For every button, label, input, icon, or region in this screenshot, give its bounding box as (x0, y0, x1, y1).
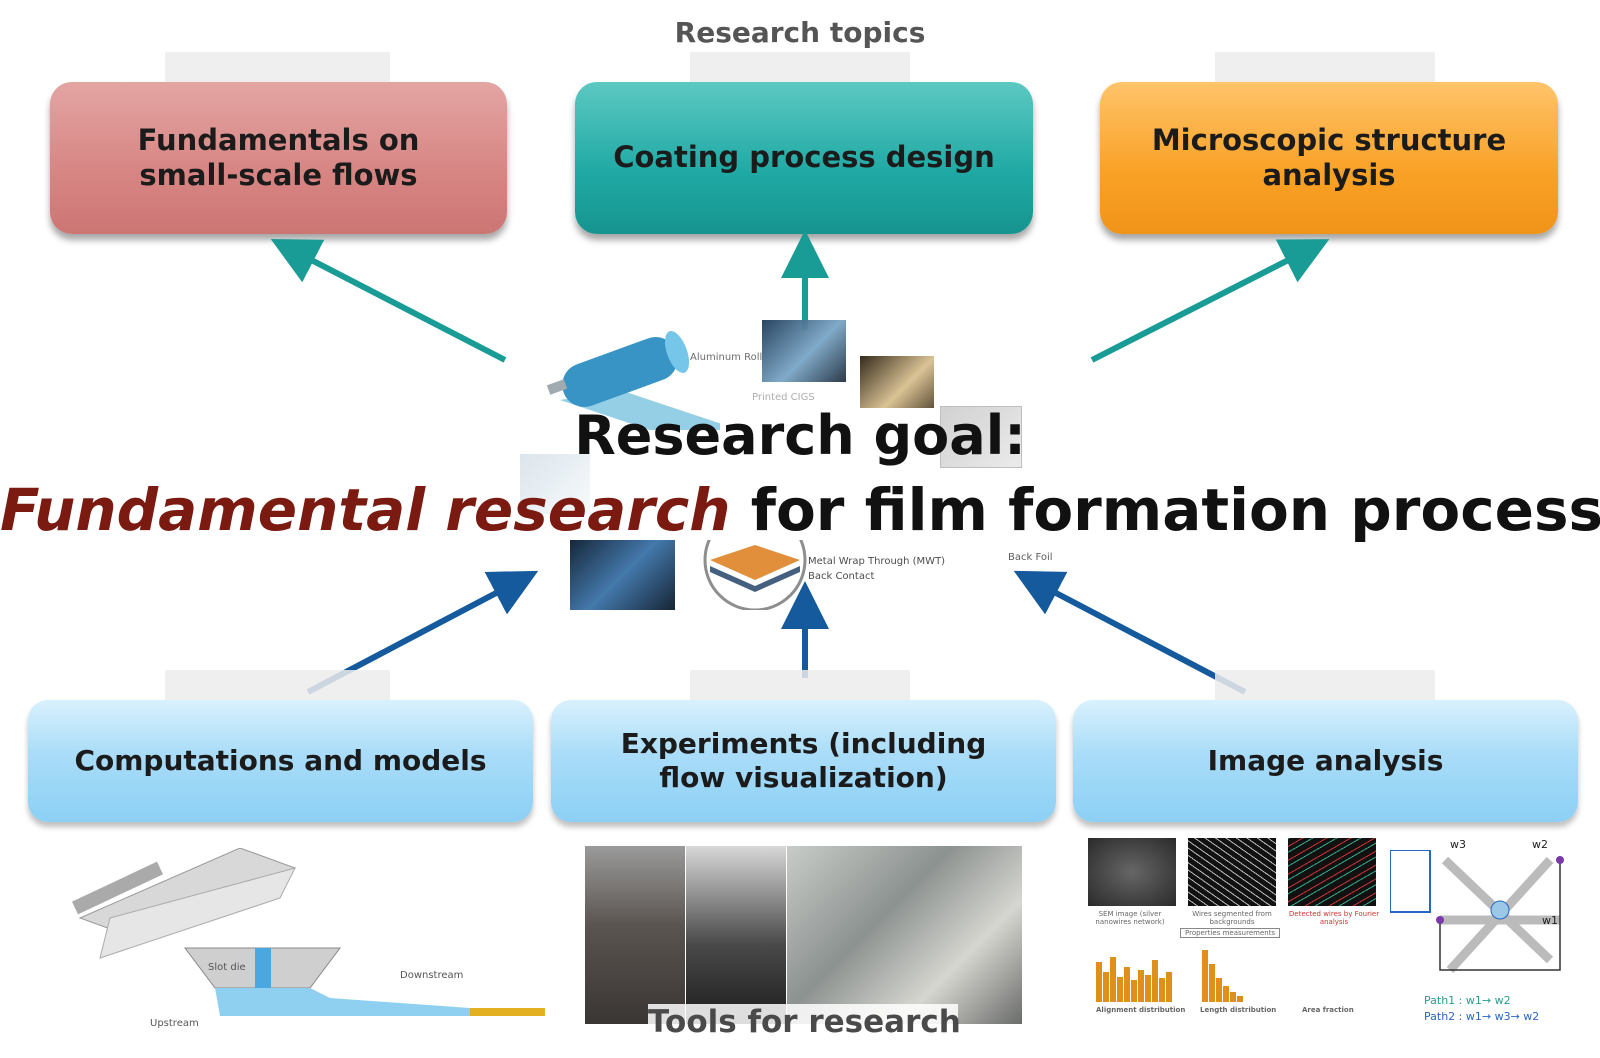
alignment-caption: Alignment distribution (1096, 1006, 1186, 1014)
tools-for-research-caption: Tools for research (648, 1004, 961, 1040)
printed-cigs-label: Printed CIGS (752, 392, 815, 403)
photo-coating-machine (787, 846, 1022, 1024)
tool-experiments[interactable]: Experiments (including flow visualizatio… (551, 700, 1056, 822)
mwt-layers-illustration (703, 540, 807, 610)
photo-experiment-setup-1 (585, 846, 685, 1024)
photo-hand (860, 356, 934, 408)
topic-coating-process[interactable]: Coating process design (575, 82, 1033, 234)
aluminum-roll-illustration (546, 331, 720, 430)
w2-label: w2 (1532, 838, 1548, 851)
topic-label: Fundamentals on small-scale flows (137, 122, 420, 192)
properties-caption: Properties measurements (1180, 928, 1281, 938)
histograms (1096, 950, 1243, 1002)
photo-panel (940, 406, 1022, 468)
research-goal-line2: Fundamental research for film formation … (0, 476, 1600, 544)
segmented-image (1188, 838, 1276, 906)
length-caption: Length distribution (1200, 1006, 1277, 1014)
downstream-label: Downstream (400, 970, 464, 981)
w1-label: w1 (1542, 914, 1558, 927)
tool-image-analysis[interactable]: Image analysis (1073, 700, 1578, 822)
center-collage: Aluminum Roll Printed CIGS Metal Wrap Th… (520, 320, 1070, 610)
upstream-label: Upstream (150, 1018, 199, 1029)
tool-computations-models[interactable]: Computations and models (28, 700, 533, 822)
tool-label: Image analysis (1207, 743, 1444, 777)
segmented-caption: Wires segmented from backgrounds (1192, 910, 1272, 926)
tool-label: Experiments (including flow visualizatio… (620, 726, 987, 794)
detected-caption: Detected wires by Fourier analysis (1288, 910, 1380, 926)
sem-caption: SEM image (silver nanowires network) (1095, 910, 1165, 926)
topic-microscopic-structure[interactable]: Microscopic structure analysis (1100, 82, 1558, 234)
topic-label: Coating process design (613, 140, 995, 175)
topic-label: Microscopic structure analysis (1151, 122, 1507, 192)
w3-label: w3 (1450, 838, 1466, 851)
slot-die-model-illustration (72, 848, 545, 1016)
photo-blue-device (570, 540, 675, 610)
photo-experiment-setup-2 (686, 846, 786, 1024)
back-foil-label: Back Foil (1008, 552, 1053, 563)
research-goal-line1: Research goal: (574, 404, 1026, 467)
detected-image (1288, 838, 1376, 906)
aluminum-roll-label: Aluminum Roll (690, 352, 763, 363)
goal-rest: for film formation process (730, 476, 1600, 544)
wire-network-diagram (1390, 850, 1564, 974)
arrow-to-topic-1 (270, 238, 507, 363)
slot-die-label: Slot die (208, 962, 246, 973)
research-topics-title: Research topics (674, 16, 926, 49)
topic-small-scale-flows[interactable]: Fundamentals on small-scale flows (50, 82, 507, 234)
path1-label: Path1 : w1→ w2 (1424, 994, 1511, 1007)
arrow-to-topic-3 (1090, 239, 1330, 363)
photo-roller (762, 320, 846, 382)
area-caption: Area fraction (1302, 1006, 1354, 1014)
tool-label: Computations and models (74, 743, 487, 777)
path2-label: Path2 : w1→ w3→ w2 (1424, 1010, 1540, 1023)
back-contact-label: Back Contact (808, 571, 875, 582)
arrow-from-tool-3 (1013, 570, 1247, 695)
sem-image (1088, 838, 1176, 906)
metal-wrap-label: Metal Wrap Through (MWT) (808, 556, 946, 567)
photo-device (520, 454, 590, 514)
goal-emphasis: Fundamental research (0, 476, 731, 544)
